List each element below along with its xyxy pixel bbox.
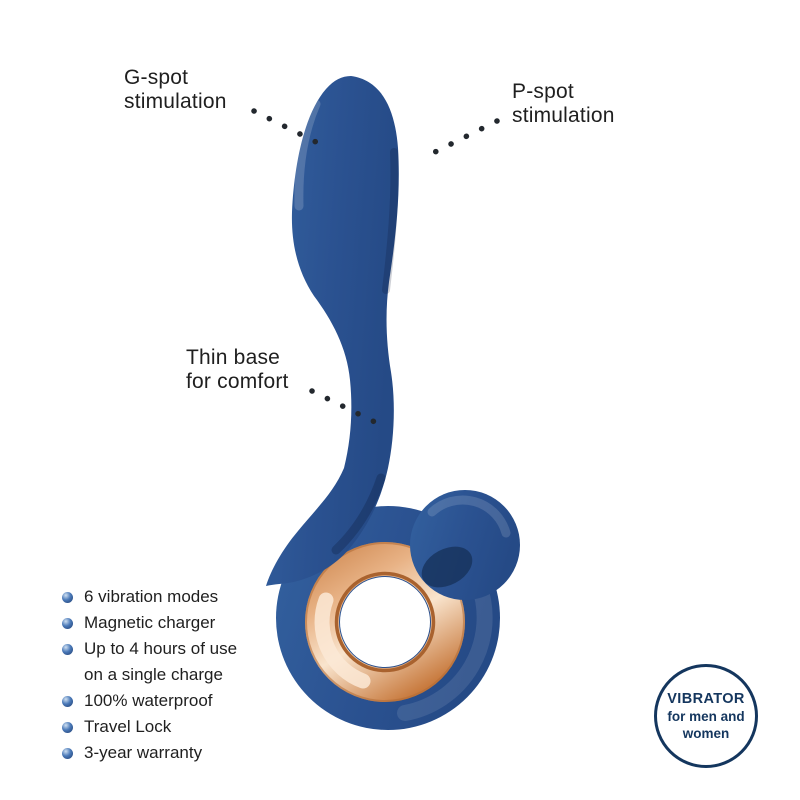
callout-pspot: P-spot stimulation (512, 80, 615, 128)
leader-dots-thin-base (309, 388, 390, 431)
feature-item: 3-year warranty (62, 740, 237, 766)
arm-sheen (427, 495, 511, 538)
callout-pspot-line2: stimulation (512, 104, 615, 127)
bullet-icon (62, 618, 73, 629)
body-sheen (294, 99, 321, 211)
bullet-icon (62, 644, 73, 655)
badge-title: VIBRATOR (667, 691, 745, 707)
callout-gspot-line1: G-spot (124, 66, 189, 89)
feature-label: 6 vibration modes (84, 587, 219, 606)
gold-outer-rim (305, 542, 465, 702)
base-shadow (331, 473, 386, 555)
bullet-icon (62, 748, 73, 759)
gold-inner-rim (334, 571, 436, 673)
bullet-icon (62, 722, 73, 733)
gold-highlight (314, 592, 371, 689)
body-shadow-right (382, 148, 399, 294)
ring-hole (340, 577, 430, 667)
badge-subtitle-line2: women (682, 726, 730, 741)
callout-pspot-line1: P-spot (512, 80, 574, 103)
feature-label-line2: on a single charge (84, 665, 223, 684)
callout-thin-base: Thin base for comfort (186, 346, 289, 394)
callout-thin-base-line1: Thin base (186, 346, 281, 369)
arm-inner-shadow (421, 546, 473, 588)
feature-label: Travel Lock (84, 717, 172, 736)
feature-item: Magnetic charger (62, 610, 237, 636)
feature-label: 100% waterproof (84, 691, 213, 710)
callout-gspot: G-spot stimulation (124, 66, 227, 114)
bullet-icon (62, 696, 73, 707)
callout-thin-base-line2: for comfort (186, 370, 289, 393)
badge-subtitle-line1: for men and (667, 709, 745, 724)
feature-label: Magnetic charger (84, 613, 216, 632)
leader-dots-pspot (428, 118, 500, 157)
feature-list: 6 vibration modes Magnetic charger Up to… (62, 584, 237, 766)
feature-item: 100% waterproof (62, 688, 237, 714)
feature-item: Travel Lock (62, 714, 237, 740)
feature-item: Up to 4 hours of use on a single charge (62, 636, 237, 688)
bullet-icon (62, 592, 73, 603)
feature-item: 6 vibration modes (62, 584, 237, 610)
leader-dots-gspot (251, 108, 333, 152)
loop-sheen (397, 577, 493, 721)
vibrator-badge: VIBRATOR for men and women (654, 664, 758, 768)
feature-label: 3-year warranty (84, 743, 203, 762)
callout-gspot-line2: stimulation (124, 90, 227, 113)
product-body (266, 76, 399, 586)
feature-label: Up to 4 hours of use (84, 639, 238, 658)
